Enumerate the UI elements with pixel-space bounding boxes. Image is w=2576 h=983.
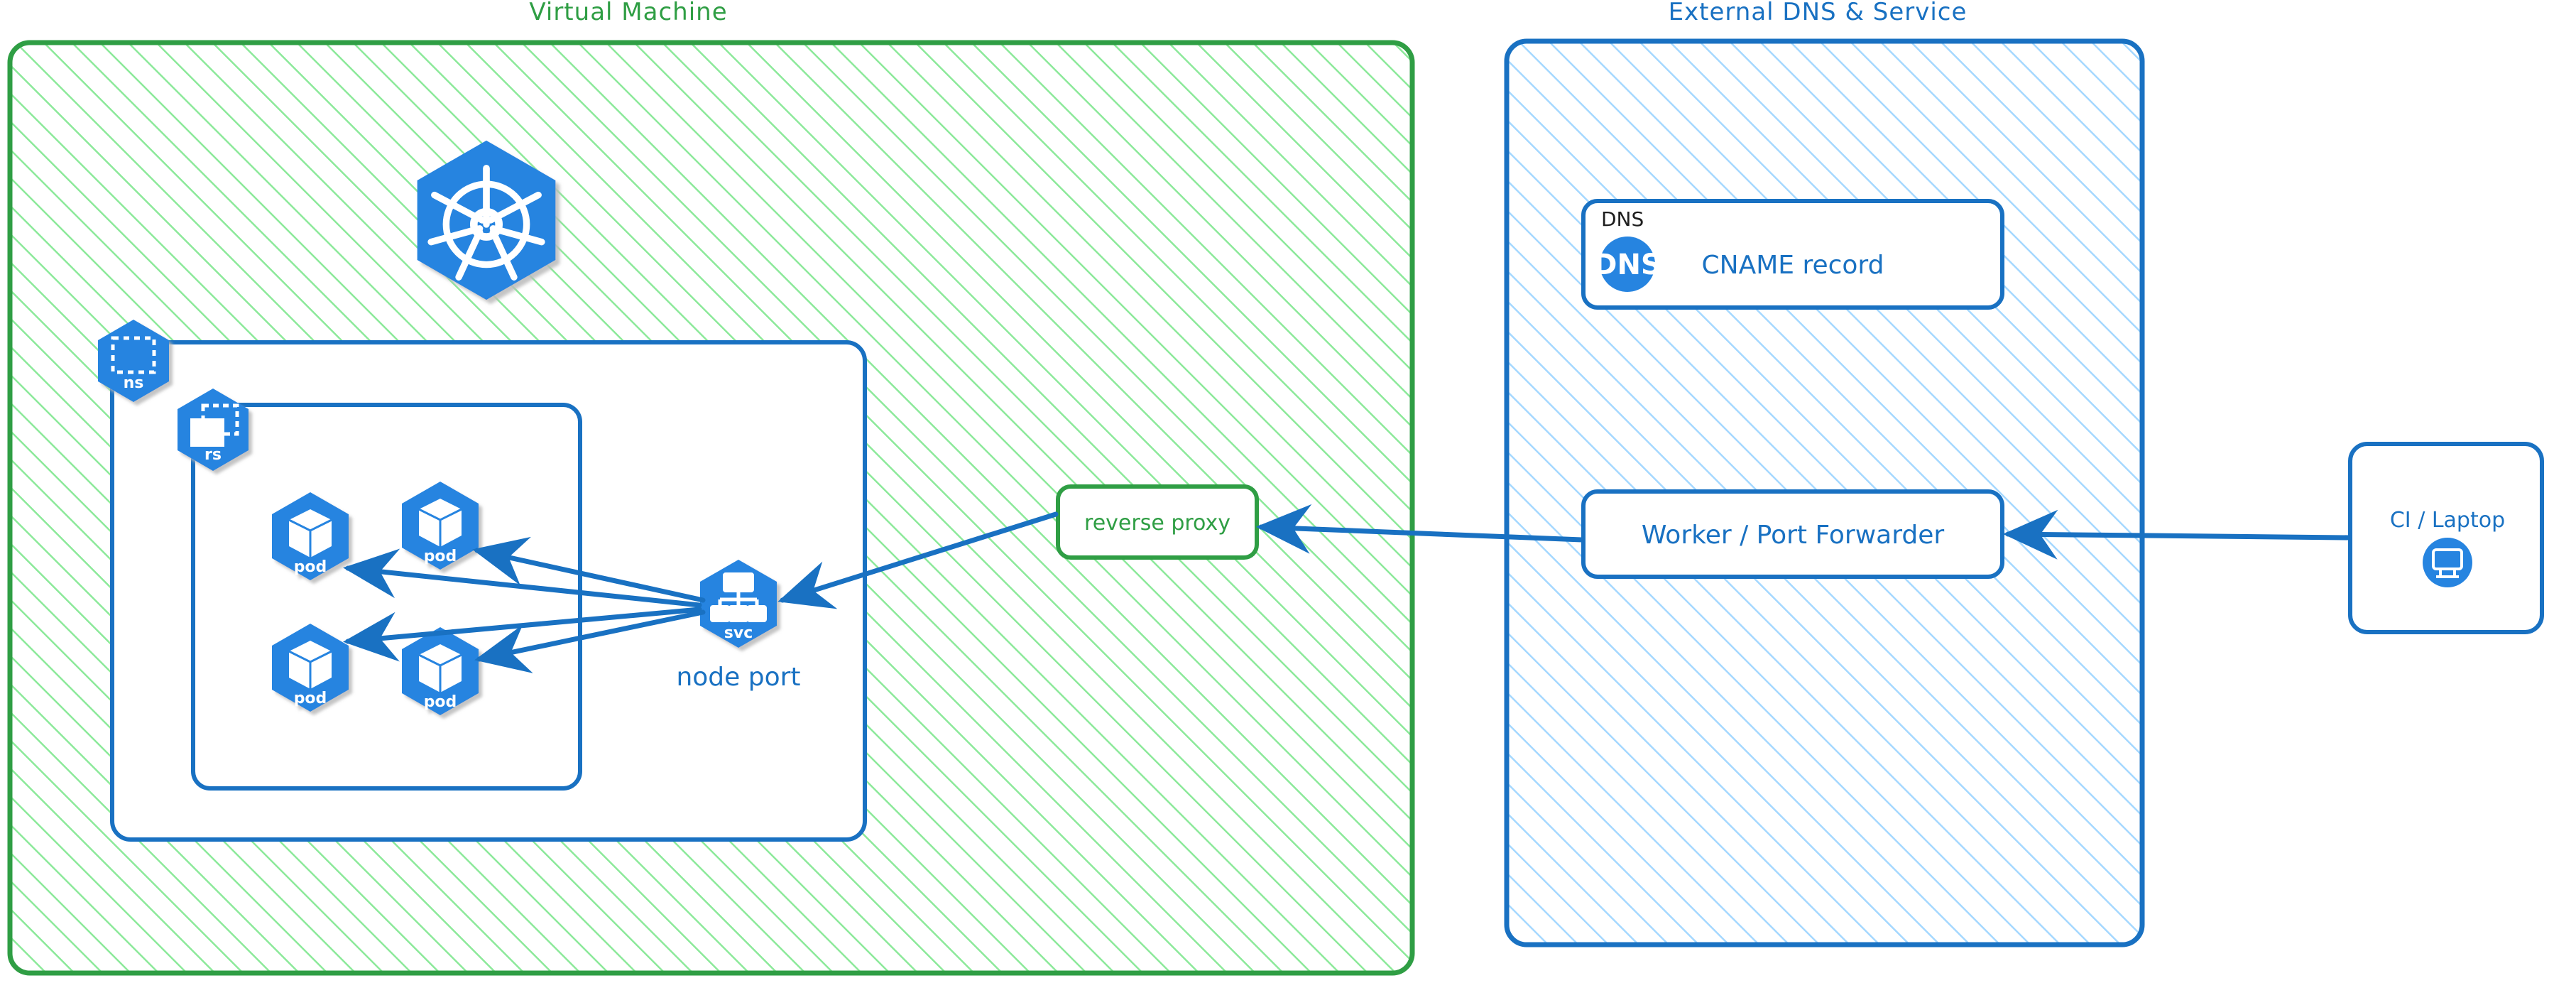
node-port-label: node port [676,663,800,692]
worker-to-reverse-proxy-arrow [1256,504,1585,554]
pod-1-caption: pod [294,558,327,576]
ci-laptop-label: CI / Laptop [2390,508,2505,533]
svc-to-pod-1-arrow [343,548,702,608]
pod-4-caption: pod [424,693,457,711]
worker-port-forwarder-label: Worker / Port Forwarder [1642,521,1945,550]
cname-record-label: CNAME record [1702,251,1884,280]
pod-2-caption: pod [424,548,457,565]
dns-card-tag: DNS [1601,207,1644,231]
service-icon-caption: svc [724,624,753,642]
kubernetes-logo [417,140,556,300]
namespace-icon-caption: ns [124,374,144,392]
replicaset-icon-caption: rs [204,446,222,464]
dns-badge-label: DNS [1593,249,1661,281]
virtual-machine-group: Virtual Machine ns [7,0,1415,976]
connection-lines [343,504,2352,673]
reverse-proxy-to-node-port-arrow [777,511,1059,609]
reverse-proxy-label: reverse proxy [1084,511,1230,536]
replicaset-boundary [191,403,582,791]
namespace-icon: ns [98,320,169,402]
worker-card[interactable]: Worker / Port Forwarder [1581,489,2004,579]
pod-3: pod [272,624,349,712]
svc-to-pod-4-arrow [474,609,706,673]
desktop-monitor-icon [2423,538,2472,587]
dns-badge [1600,237,1655,292]
dns-card-box[interactable] [1581,199,2004,310]
replicaset-icon: rs [178,389,249,471]
reverse-proxy-card[interactable]: reverse proxy [1056,484,1259,560]
pod-2: pod [402,482,479,570]
pod-1: pod [272,492,349,580]
external-dns-service-group: External DNS & Service DNS DNS CNAME rec… [1504,0,2145,947]
ci-to-worker-arrow [2003,509,2352,560]
worker-card-box[interactable] [1581,489,2004,579]
dns-card[interactable]: DNS DNS CNAME record [1581,199,2004,310]
ci-laptop-card[interactable]: CI / Laptop [2348,442,2544,634]
virtual-machine-title: Virtual Machine [529,0,727,26]
svc-to-pod-2-arrow [472,536,706,603]
pod-4: pod [402,627,479,715]
service-icon: svc [700,560,777,648]
pod-3-caption: pod [294,690,327,707]
external-dns-service-title: External DNS & Service [1669,0,1968,26]
